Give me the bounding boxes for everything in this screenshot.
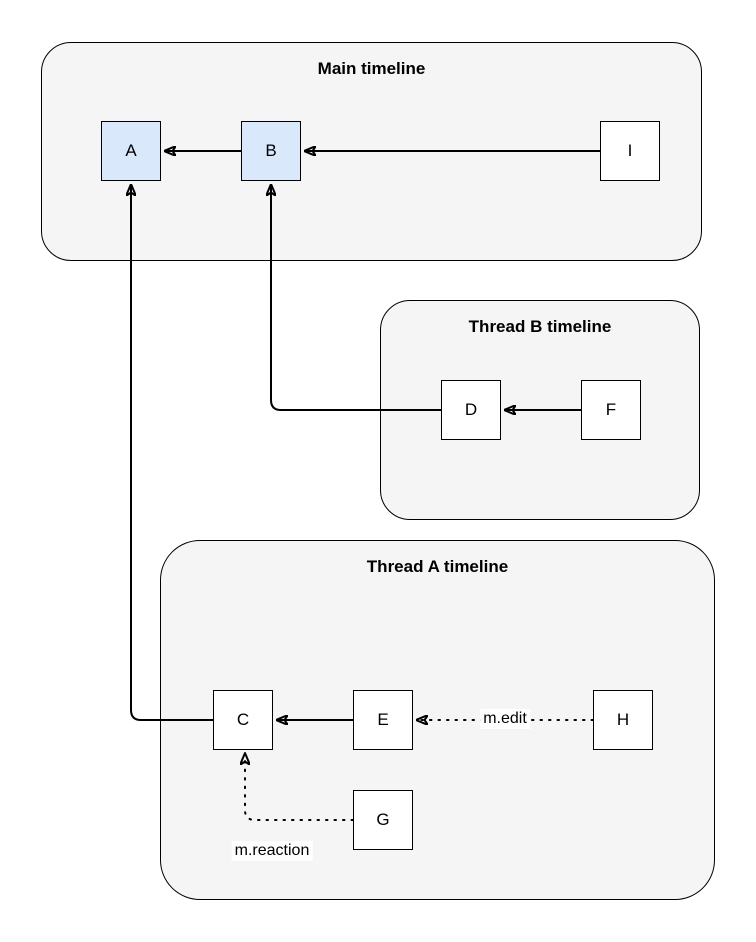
thread-a-timeline-title: Thread A timeline xyxy=(366,557,509,576)
event-node-a: A xyxy=(101,121,161,181)
event-node-i: I xyxy=(600,121,660,181)
thread-b-timeline-title: Thread B timeline xyxy=(468,317,612,336)
event-node-e: E xyxy=(353,690,413,750)
event-node-b: B xyxy=(241,121,301,181)
edge-label-m-reaction: m.reaction xyxy=(231,841,313,861)
event-node-c: C xyxy=(213,690,273,750)
thread-b-timeline-container: Thread B timeline xyxy=(380,300,700,520)
event-node-g: G xyxy=(353,790,413,850)
event-node-h: H xyxy=(593,690,653,750)
edge-label-m-edit: m.edit xyxy=(480,709,530,729)
event-node-f: F xyxy=(581,380,641,440)
main-timeline-title: Main timeline xyxy=(317,59,426,78)
event-node-d: D xyxy=(441,380,501,440)
